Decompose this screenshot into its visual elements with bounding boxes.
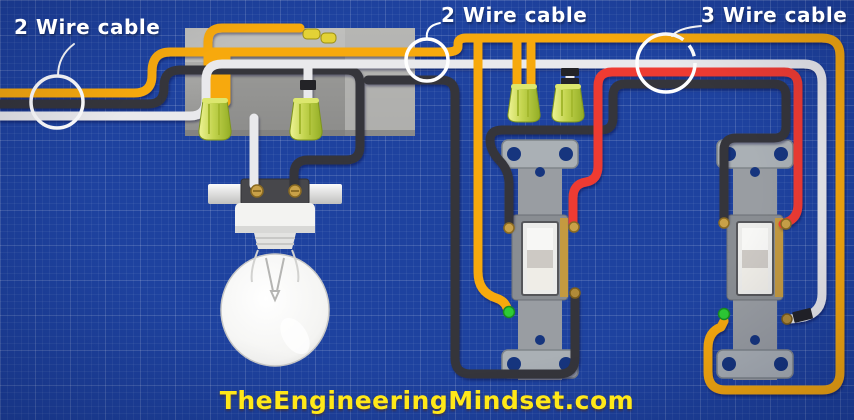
source-sheath-yellow-wire [0, 33, 845, 395]
wire-nut-3 [507, 84, 541, 123]
annotation-ring-3 [635, 32, 697, 94]
cable-clamp [302, 28, 337, 44]
watermark-text: TheEngineeringMindset.com [219, 386, 635, 415]
switch2-ground-screw [717, 307, 731, 321]
wire-nut-2 [289, 98, 323, 141]
traveler-red-wire-switch1-to-switch2 [568, 67, 803, 229]
black-wire-box-to-switch1-loop [363, 75, 580, 379]
annotation-ring-2 [404, 37, 450, 83]
switch-1 [501, 139, 579, 381]
wire-nut-1 [198, 98, 232, 141]
cable-label-middle: 2 Wire cable [441, 3, 588, 27]
lamp-holder [208, 178, 342, 249]
light-bulb [220, 249, 330, 367]
leader-line-1 [57, 43, 75, 77]
switch2-terminal-screws [717, 217, 793, 325]
wire-nut-4 [551, 84, 585, 123]
leader-line-2 [425, 22, 441, 40]
traveler-black-wire-switch1-to-switch2 [485, 79, 791, 231]
annotation-ring-1 [29, 74, 85, 130]
source-hot-black-wire-to-lamp [0, 65, 365, 191]
switch1-ground-screw [502, 305, 516, 319]
ground-yellow-wire-to-switch1 [473, 37, 512, 313]
terminal-screws [250, 184, 793, 325]
wire-nuts [198, 84, 585, 141]
cable-label-left: 2 Wire cable [14, 15, 161, 39]
annotation-rings [29, 22, 702, 130]
cable-label-right: 3 Wire cable [701, 3, 848, 27]
lamp-terminal-screws [250, 184, 302, 198]
switch1-terminal-screws [502, 221, 581, 319]
yellow-strands-to-nut3 [512, 37, 536, 91]
